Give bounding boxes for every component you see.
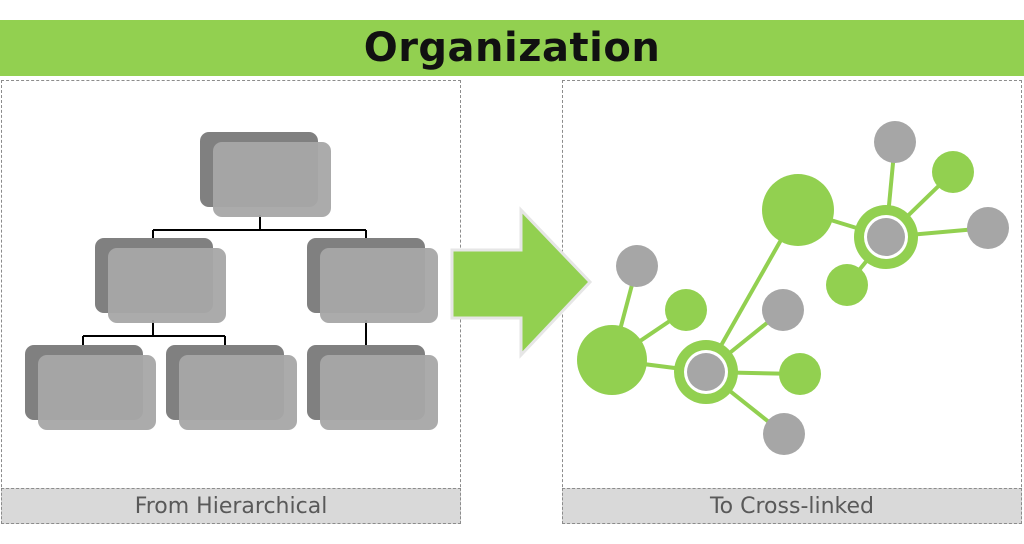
page-title: Organization <box>363 25 661 71</box>
network-node-green <box>762 174 834 246</box>
network-hub-lower <box>674 340 738 404</box>
network-node-gray <box>762 289 804 331</box>
network-node-gray <box>616 245 658 287</box>
org-box-bottom-center <box>166 345 297 430</box>
network-node-green <box>779 353 821 395</box>
network-node-gray <box>874 121 916 163</box>
network-node-gray <box>763 413 805 455</box>
network-node-green <box>665 289 707 331</box>
arrow-right-icon <box>450 206 593 359</box>
caption-from-hierarchical: From Hierarchical <box>1 488 461 524</box>
network-node-green <box>577 325 647 395</box>
network-node-green <box>932 151 974 193</box>
org-box-mid-right <box>307 238 438 323</box>
caption-to-cross-linked: To Cross-linked <box>562 488 1022 524</box>
network-hub-upper <box>854 205 918 269</box>
org-box-bottom-right <box>307 345 438 430</box>
org-box-top <box>200 132 331 217</box>
org-box-mid-left <box>95 238 226 323</box>
network-node-gray <box>967 207 1009 249</box>
title-bar: Organization <box>0 20 1024 76</box>
network-nodes <box>577 121 1009 455</box>
org-box-bottom-left <box>25 345 156 430</box>
network-node-green <box>826 264 868 306</box>
